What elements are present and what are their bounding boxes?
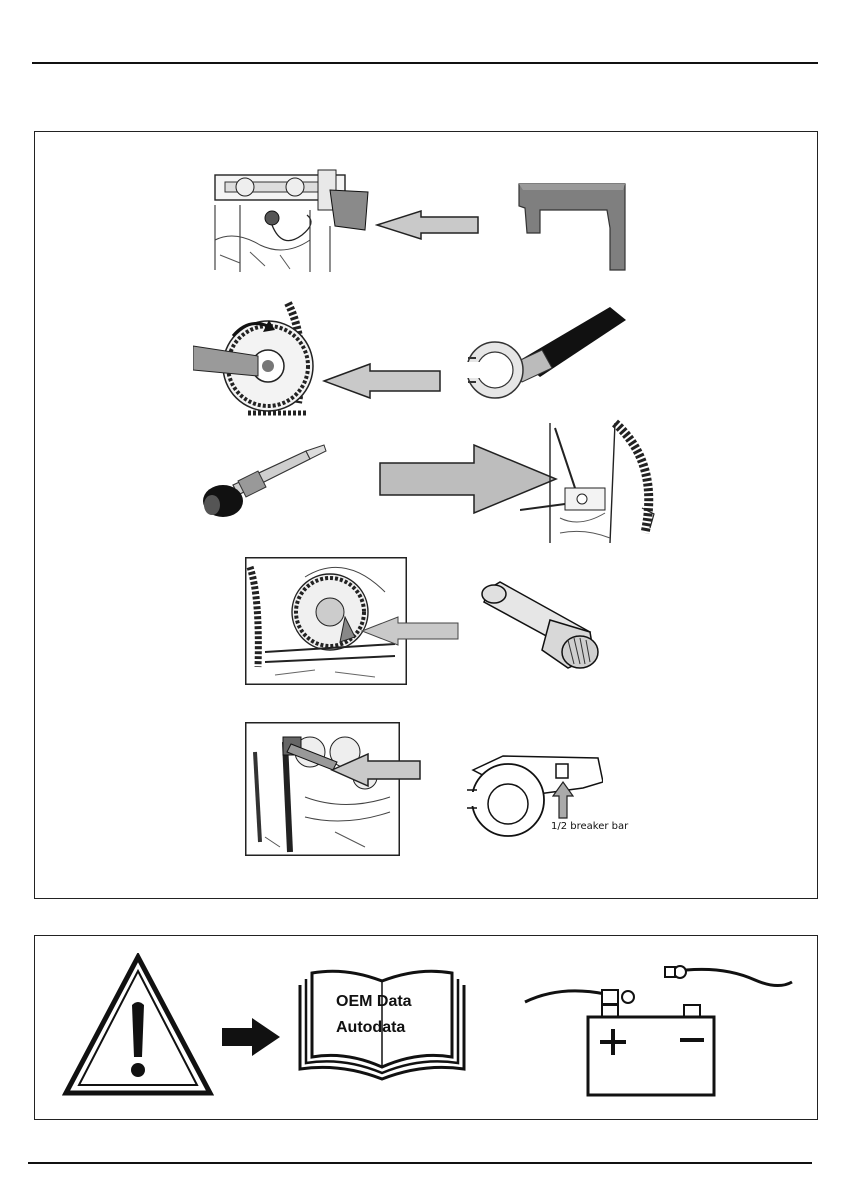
warning-triangle-icon (62, 953, 214, 1097)
arrow-left-icon-2 (322, 362, 442, 400)
book-line-2: Autodata (336, 1019, 405, 1037)
sprocket-locking-spline-tool (472, 578, 607, 678)
header-rule (32, 62, 818, 64)
arrow-up-icon (552, 780, 574, 820)
arrow-left-icon (375, 208, 480, 242)
book-line-1: OEM Data (336, 993, 412, 1011)
tensioner-engine-illustration (245, 722, 400, 856)
tools-panel (34, 131, 818, 899)
arrow-right-icon (220, 1016, 282, 1058)
arrow-left-icon-4 (330, 752, 422, 788)
breaker-bar-label: 1/2 breaker bar (551, 821, 628, 832)
footer-rule (28, 1162, 812, 1164)
arrow-left-icon-3 (360, 615, 460, 647)
pulley-holding-wrench-tool (460, 302, 632, 402)
camshaft-setting-bar-tool (515, 178, 640, 276)
battery-disconnect-icon (520, 960, 800, 1100)
pulley-holding-illustration (193, 298, 323, 418)
crankshaft-timing-pin-tool (198, 443, 328, 525)
camshaft-engine-illustration (210, 160, 370, 275)
flywheel-engine-illustration (520, 418, 670, 546)
